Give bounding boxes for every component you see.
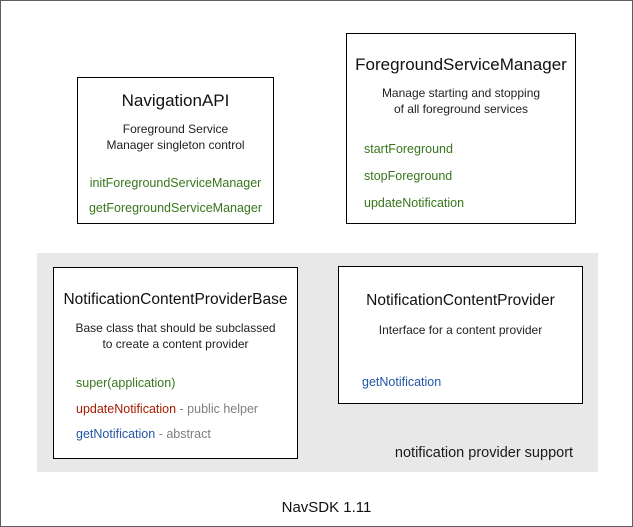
- diagram-footer-version: NavSDK 1.11: [281, 499, 372, 516]
- foreground-service-manager-methods: startForeground stopForeground updateNot…: [347, 136, 575, 217]
- method-updateNotification: updateNotification: [76, 401, 177, 416]
- method-getForegroundServiceManager: getForegroundServiceManager: [88, 201, 263, 215]
- method-updateNotification: updateNotification: [364, 196, 465, 210]
- panel-caption: notification provider support: [394, 445, 574, 461]
- description-line: to create a content provider: [102, 336, 249, 351]
- navigation-api-methods: initForegroundServiceManager getForegrou…: [78, 171, 273, 221]
- description-line: Interface for a content provider: [378, 323, 543, 337]
- foreground-service-manager-box: ForegroundServiceManager Manage starting…: [346, 33, 576, 224]
- foreground-service-manager-title: ForegroundServiceManager: [355, 55, 567, 74]
- method-suffix: - public helper: [176, 401, 259, 416]
- method-super-application: super(application): [76, 376, 176, 390]
- notification-content-provider-base-description: Base class that should be subclassed to …: [54, 321, 297, 352]
- method-initForegroundServiceManager: initForegroundServiceManager: [89, 176, 262, 190]
- description-line: of all foreground services: [393, 101, 529, 116]
- notification-content-provider-base-title: NotificationContentProviderBase: [63, 291, 288, 308]
- navigation-api-description: Foreground Service Manager singleton con…: [78, 122, 273, 153]
- foreground-service-manager-description: Manage starting and stopping of all fore…: [347, 86, 575, 117]
- notification-content-provider-box: NotificationContentProvider Interface fo…: [338, 266, 583, 404]
- notification-content-provider-base-box: NotificationContentProviderBase Base cla…: [53, 267, 298, 459]
- notification-content-provider-base-methods: super(application) updateNotification - …: [54, 371, 297, 448]
- method-suffix: - abstract: [155, 427, 211, 441]
- notification-content-provider-methods: getNotification: [339, 369, 582, 395]
- description-line: Base class that should be subclassed: [75, 321, 276, 335]
- method-getNotification: getNotification: [362, 374, 442, 389]
- notification-content-provider-title: NotificationContentProvider: [366, 292, 555, 309]
- method-startForeground: startForeground: [364, 142, 453, 156]
- description-line: Manage starting and stopping: [381, 86, 541, 100]
- description-line: Foreground Service: [122, 122, 229, 136]
- method-stopForeground: stopForeground: [364, 169, 453, 183]
- navigation-api-box: NavigationAPI Foreground Service Manager…: [77, 77, 274, 224]
- method-getNotification: getNotification: [76, 427, 156, 441]
- notification-content-provider-description: Interface for a content provider: [339, 323, 582, 339]
- navigation-api-title: NavigationAPI: [121, 91, 230, 110]
- description-line: Manager singleton control: [106, 137, 245, 152]
